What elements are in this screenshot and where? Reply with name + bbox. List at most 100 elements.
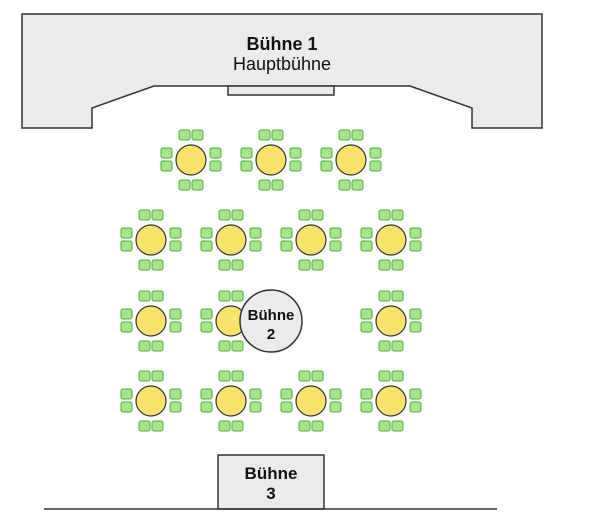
table[interactable] xyxy=(375,224,407,256)
table-group[interactable] xyxy=(120,370,182,432)
chair[interactable] xyxy=(169,227,182,239)
chair[interactable] xyxy=(360,321,373,333)
table[interactable] xyxy=(375,305,407,337)
chair[interactable] xyxy=(369,147,382,159)
chair[interactable] xyxy=(258,129,271,141)
chair[interactable] xyxy=(138,420,151,432)
chair[interactable] xyxy=(391,420,404,432)
chair[interactable] xyxy=(218,370,231,382)
chair[interactable] xyxy=(120,401,133,413)
chair[interactable] xyxy=(311,209,324,221)
bottom-stage[interactable]: Bühne 3 xyxy=(217,454,325,510)
table[interactable] xyxy=(135,305,167,337)
chair[interactable] xyxy=(169,240,182,252)
table-group[interactable] xyxy=(200,209,262,271)
chair[interactable] xyxy=(311,420,324,432)
chair[interactable] xyxy=(138,370,151,382)
chair[interactable] xyxy=(218,340,231,352)
chair[interactable] xyxy=(231,340,244,352)
table-group[interactable] xyxy=(360,370,422,432)
chair[interactable] xyxy=(271,129,284,141)
chair[interactable] xyxy=(378,290,391,302)
table[interactable] xyxy=(135,385,167,417)
chair[interactable] xyxy=(360,227,373,239)
chair[interactable] xyxy=(378,420,391,432)
chair[interactable] xyxy=(120,227,133,239)
chair[interactable] xyxy=(289,160,302,172)
chair[interactable] xyxy=(258,179,271,191)
chair[interactable] xyxy=(360,388,373,400)
chair[interactable] xyxy=(378,340,391,352)
chair[interactable] xyxy=(360,308,373,320)
chair[interactable] xyxy=(249,227,262,239)
chair[interactable] xyxy=(280,240,293,252)
table-group[interactable] xyxy=(360,209,422,271)
chair[interactable] xyxy=(151,370,164,382)
chair[interactable] xyxy=(311,370,324,382)
chair[interactable] xyxy=(240,147,253,159)
chair[interactable] xyxy=(151,340,164,352)
chair[interactable] xyxy=(138,209,151,221)
table[interactable] xyxy=(295,385,327,417)
chair[interactable] xyxy=(178,179,191,191)
chair[interactable] xyxy=(151,259,164,271)
chair[interactable] xyxy=(289,147,302,159)
chair[interactable] xyxy=(298,420,311,432)
chair[interactable] xyxy=(120,388,133,400)
chair[interactable] xyxy=(351,129,364,141)
chair[interactable] xyxy=(391,370,404,382)
chair[interactable] xyxy=(311,259,324,271)
chair[interactable] xyxy=(329,227,342,239)
table-group[interactable] xyxy=(280,209,342,271)
chair[interactable] xyxy=(298,370,311,382)
chair[interactable] xyxy=(378,209,391,221)
chair[interactable] xyxy=(218,259,231,271)
chair[interactable] xyxy=(249,240,262,252)
main-stage[interactable]: Bühne 1 Hauptbühne xyxy=(21,13,543,129)
chair[interactable] xyxy=(200,227,213,239)
chair[interactable] xyxy=(151,420,164,432)
chair[interactable] xyxy=(120,308,133,320)
chair[interactable] xyxy=(218,290,231,302)
chair[interactable] xyxy=(169,401,182,413)
chair[interactable] xyxy=(378,259,391,271)
chair[interactable] xyxy=(378,370,391,382)
chair[interactable] xyxy=(329,401,342,413)
chair[interactable] xyxy=(151,209,164,221)
chair[interactable] xyxy=(169,321,182,333)
chair[interactable] xyxy=(178,129,191,141)
center-stage[interactable]: Bühne 2 xyxy=(239,289,303,353)
chair[interactable] xyxy=(409,227,422,239)
table[interactable] xyxy=(255,144,287,176)
chair[interactable] xyxy=(409,388,422,400)
chair[interactable] xyxy=(369,160,382,172)
chair[interactable] xyxy=(218,420,231,432)
table-group[interactable] xyxy=(160,129,222,191)
chair[interactable] xyxy=(120,240,133,252)
chair[interactable] xyxy=(200,240,213,252)
table-group[interactable] xyxy=(360,290,422,352)
chair[interactable] xyxy=(360,401,373,413)
chair[interactable] xyxy=(320,160,333,172)
chair[interactable] xyxy=(231,209,244,221)
chair[interactable] xyxy=(200,401,213,413)
chair[interactable] xyxy=(209,147,222,159)
chair[interactable] xyxy=(249,388,262,400)
table[interactable] xyxy=(135,224,167,256)
chair[interactable] xyxy=(160,160,173,172)
chair[interactable] xyxy=(298,209,311,221)
chair[interactable] xyxy=(240,160,253,172)
table[interactable] xyxy=(175,144,207,176)
chair[interactable] xyxy=(391,340,404,352)
chair[interactable] xyxy=(280,401,293,413)
table-group[interactable] xyxy=(120,290,182,352)
table-group[interactable] xyxy=(240,129,302,191)
table[interactable] xyxy=(295,224,327,256)
chair[interactable] xyxy=(231,420,244,432)
table-group[interactable] xyxy=(200,370,262,432)
chair[interactable] xyxy=(191,179,204,191)
chair[interactable] xyxy=(249,401,262,413)
table-group[interactable] xyxy=(120,209,182,271)
table-group[interactable] xyxy=(280,370,342,432)
table[interactable] xyxy=(215,385,247,417)
